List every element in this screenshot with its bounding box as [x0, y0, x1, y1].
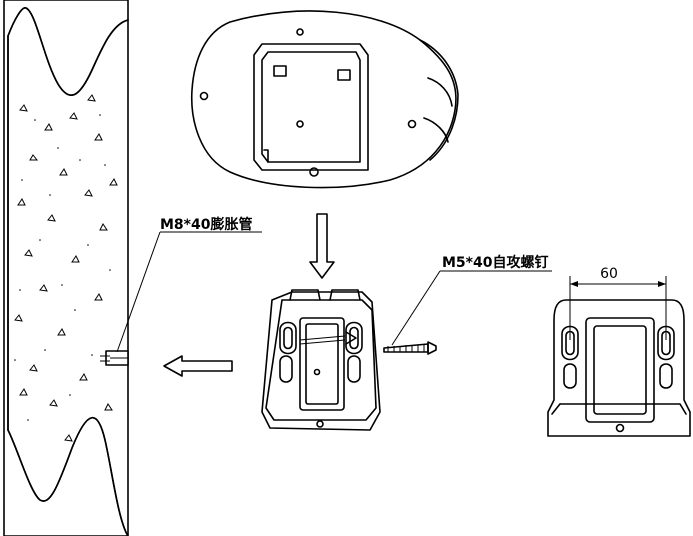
device-body [190, 10, 459, 189]
expansion-tube-label: M8*40膨胀管 [160, 216, 252, 233]
wall-outline [3, 0, 129, 536]
concrete-dots [14, 114, 111, 421]
wall-section [3, 0, 129, 536]
expansion-tube [100, 350, 129, 366]
arrow-left-to-wall [163, 355, 233, 377]
wall-break-top [7, 7, 129, 96]
wall-break-bottom [7, 416, 129, 536]
concrete-texture [14, 94, 118, 442]
device-shell [190, 10, 457, 189]
tapping-screw-label: M5*40自攻螺钉 [442, 254, 548, 271]
tapping-screw [383, 341, 437, 355]
mounting-bracket-front: 60 [547, 266, 691, 437]
tapping-screw-callout: M5*40自攻螺钉 [391, 254, 552, 346]
mounting-bracket-3d [261, 289, 381, 431]
expansion-tube-callout: M8*40膨胀管 [116, 216, 262, 353]
arrow-down [309, 213, 335, 279]
hole-spacing-dimension: 60 [600, 266, 618, 282]
